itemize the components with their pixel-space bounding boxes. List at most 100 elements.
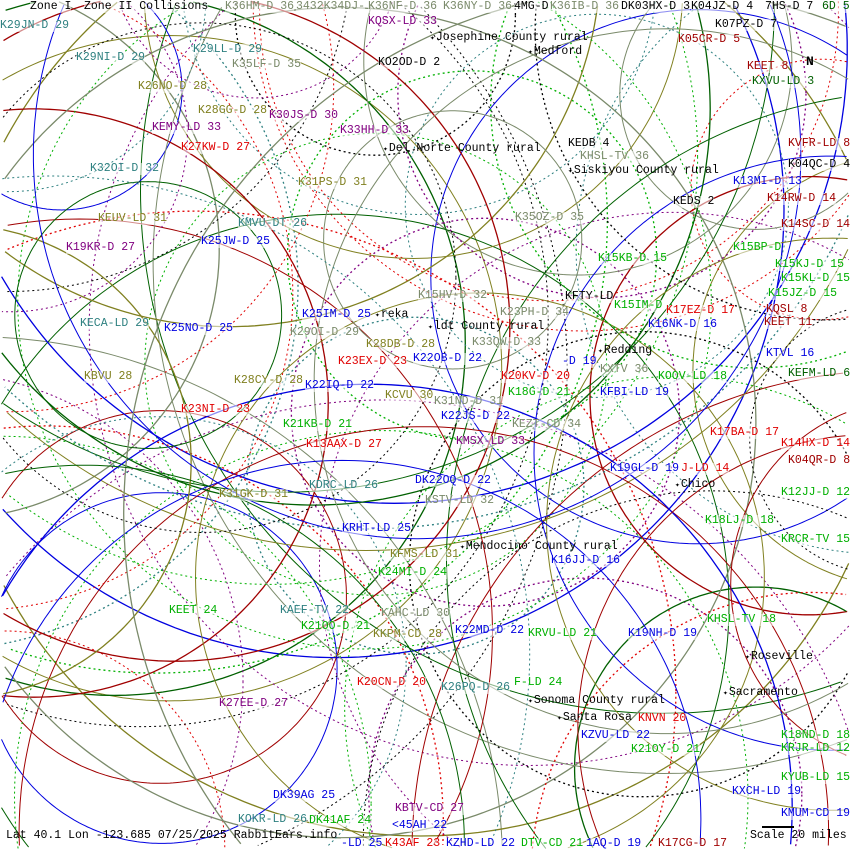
station-label[interactable]: K22JS-D 22 — [441, 410, 511, 423]
station-label[interactable]: KFTY-LD — [565, 290, 614, 303]
station-label[interactable]: KOOV-LD 18 — [658, 370, 728, 383]
station-label[interactable]: KVFR-LD 8 — [788, 137, 850, 150]
station-label[interactable]: KEDB 4 — [568, 137, 610, 150]
station-label[interactable]: K15KJ-D 15 — [775, 258, 845, 271]
station-label[interactable]: K18LJ-D 18 — [705, 514, 775, 527]
station-label[interactable]: K35LF-D 35 — [232, 58, 302, 71]
station-label[interactable]: KBVU 28 — [84, 370, 133, 383]
station-label[interactable]: KNVN 20 — [638, 712, 687, 725]
station-label[interactable]: K27KW-D 27 — [181, 141, 251, 154]
station-label[interactable]: 3432K34DJ- — [296, 0, 366, 13]
station-label[interactable]: <45AH 22 — [392, 819, 448, 832]
station-label[interactable]: KZVU-LD 22 — [581, 729, 651, 742]
station-label[interactable]: 1AQ-D 19 — [586, 837, 642, 850]
station-label[interactable]: K31ND-D 31 — [434, 395, 504, 408]
station-label[interactable]: 4MG-D — [514, 0, 549, 13]
station-label[interactable]: K25JW-D 25 — [201, 235, 271, 248]
station-label[interactable]: K27EE-D 27 — [219, 697, 289, 710]
station-label[interactable]: 6D 5 — [822, 0, 850, 13]
station-label[interactable]: K19KR-D 27 — [66, 241, 136, 254]
station-label[interactable]: K13MI-D 13 — [733, 175, 803, 188]
station-label[interactable]: K22IQ-D 22 — [305, 379, 375, 392]
station-label[interactable]: KCVU 30 — [385, 389, 434, 402]
station-label[interactable]: K14HX-D 14 — [781, 437, 850, 450]
station-label[interactable]: KEET 24 — [169, 604, 218, 617]
station-label[interactable]: -D 19 — [562, 355, 597, 368]
station-label[interactable]: K25NO-D 25 — [164, 322, 234, 335]
station-label[interactable]: K05CR-D 5 — [678, 33, 741, 46]
station-label[interactable]: KO2OD-D 2 — [378, 56, 441, 69]
station-label[interactable]: DTV-CD 21 — [521, 837, 584, 850]
station-label[interactable]: K21OY-D 21 — [631, 743, 701, 756]
station-label[interactable]: KBTV-CD 27 — [395, 802, 465, 815]
station-label[interactable]: KEMY-LD 33 — [152, 121, 222, 134]
station-label[interactable]: K21OO-D 21 — [301, 620, 371, 633]
station-label[interactable]: DK22OQ-D 22 — [415, 474, 491, 487]
station-label[interactable]: K15JZ-D 15 — [768, 287, 838, 300]
station-label[interactable]: KAEF-TV 22 — [280, 604, 350, 617]
station-label[interactable]: K04QR-D 8 — [788, 454, 850, 467]
station-label[interactable]: K22MD-D 22 — [455, 624, 525, 637]
station-label[interactable]: K31PS-D 31 — [298, 176, 368, 189]
station-label[interactable]: K36NF-D 36 — [368, 0, 438, 13]
station-label[interactable]: KXCH-LD 19 — [732, 785, 802, 798]
station-label[interactable]: KXVU-LD 3 — [752, 75, 815, 88]
station-label[interactable]: K13AAX-D 27 — [306, 438, 382, 451]
station-label[interactable]: K29JN-D 29 — [0, 19, 70, 32]
station-label[interactable]: K15KL-D 15 — [781, 272, 850, 285]
station-label[interactable]: K15IM-D — [614, 299, 663, 312]
station-label[interactable]: KXTV 36 — [600, 363, 649, 376]
station-label[interactable]: KTVL 16 — [766, 347, 815, 360]
station-label[interactable]: DK03HX-D 3 — [621, 0, 691, 13]
station-label[interactable]: KHSL-TV 36 — [580, 150, 650, 163]
station-label[interactable]: K36HM-D 36 — [225, 0, 295, 13]
station-label[interactable]: 7HS-D 7 — [765, 0, 814, 13]
station-label[interactable]: KMUM-CD 19 — [781, 807, 850, 820]
station-label[interactable]: KRCR-TV 15 — [781, 533, 850, 546]
station-label[interactable]: K24MI-D 24 — [378, 566, 448, 579]
station-label[interactable]: K18G-D 21 — [508, 386, 571, 399]
station-label[interactable]: K36IB-D 36 — [550, 0, 620, 13]
station-label[interactable]: K16JJ-D 16 — [551, 554, 621, 567]
station-label[interactable]: K23EX-D 23 — [338, 355, 408, 368]
station-label[interactable]: DK39AG 25 — [273, 789, 336, 802]
station-label[interactable]: K20KV-D 20 — [501, 370, 571, 383]
station-label[interactable]: K04QC-D 4 — [788, 158, 850, 171]
station-label[interactable]: K43AF 23 — [385, 837, 441, 850]
station-label[interactable]: DK41AF 24 — [309, 814, 372, 827]
station-label[interactable]: K28GG-D 28 — [198, 104, 268, 117]
station-label[interactable]: -LD 25 — [341, 837, 383, 850]
station-label[interactable]: K14RW-D 14 — [767, 192, 837, 205]
station-label[interactable]: KEET 11 — [764, 316, 813, 329]
station-label[interactable]: KEDS 2 — [673, 195, 715, 208]
station-label[interactable]: KFBI-LD 19 — [600, 386, 670, 399]
station-label[interactable]: KQSL 8 — [766, 303, 808, 316]
station-label[interactable]: K12JJ-D 12 — [781, 486, 850, 499]
station-label[interactable]: K33QW-D 33 — [472, 336, 542, 349]
station-label[interactable]: K23PH-D 34 — [500, 306, 570, 319]
station-label[interactable]: K29NI-D 29 — [76, 51, 146, 64]
station-label[interactable]: K17EZ-D 17 — [666, 304, 736, 317]
station-label[interactable]: K17BA-D 17 — [710, 426, 780, 439]
station-label[interactable]: KQSX-LD 33 — [368, 15, 438, 28]
station-label[interactable]: K28DB-D 28 — [366, 338, 436, 351]
station-label[interactable]: F-LD 24 — [514, 676, 563, 689]
station-label[interactable]: K15HV-D 32 — [418, 289, 488, 302]
station-label[interactable]: K31GK-D 31 — [219, 488, 289, 501]
station-label[interactable]: K26NO-D 28 — [138, 80, 208, 93]
station-label[interactable]: KRHT-LD 25 — [342, 522, 412, 535]
station-label[interactable]: K23NI-D 23 — [181, 403, 251, 416]
station-label[interactable]: KEUV-LD 31 — [98, 212, 168, 225]
station-label[interactable]: KYUB-LD 15 — [781, 771, 850, 784]
station-label[interactable]: KOKR-LD 26 — [238, 813, 308, 826]
station-label[interactable]: K29LL-D 29 — [193, 43, 263, 56]
station-label[interactable]: K18ND-D 18 — [781, 729, 850, 742]
station-label[interactable]: KMVU-DT 26 — [238, 217, 308, 230]
station-label[interactable]: KEZT-CD 34 — [512, 418, 582, 431]
station-label[interactable]: K16NK-D 16 — [648, 318, 718, 331]
station-label[interactable]: KFMS-LD 31 — [390, 548, 460, 561]
station-label[interactable]: KDRC-LD 26 — [309, 479, 379, 492]
station-label[interactable]: KEET 8 — [747, 60, 789, 73]
station-label[interactable]: K25IM-D 25 — [302, 308, 372, 321]
